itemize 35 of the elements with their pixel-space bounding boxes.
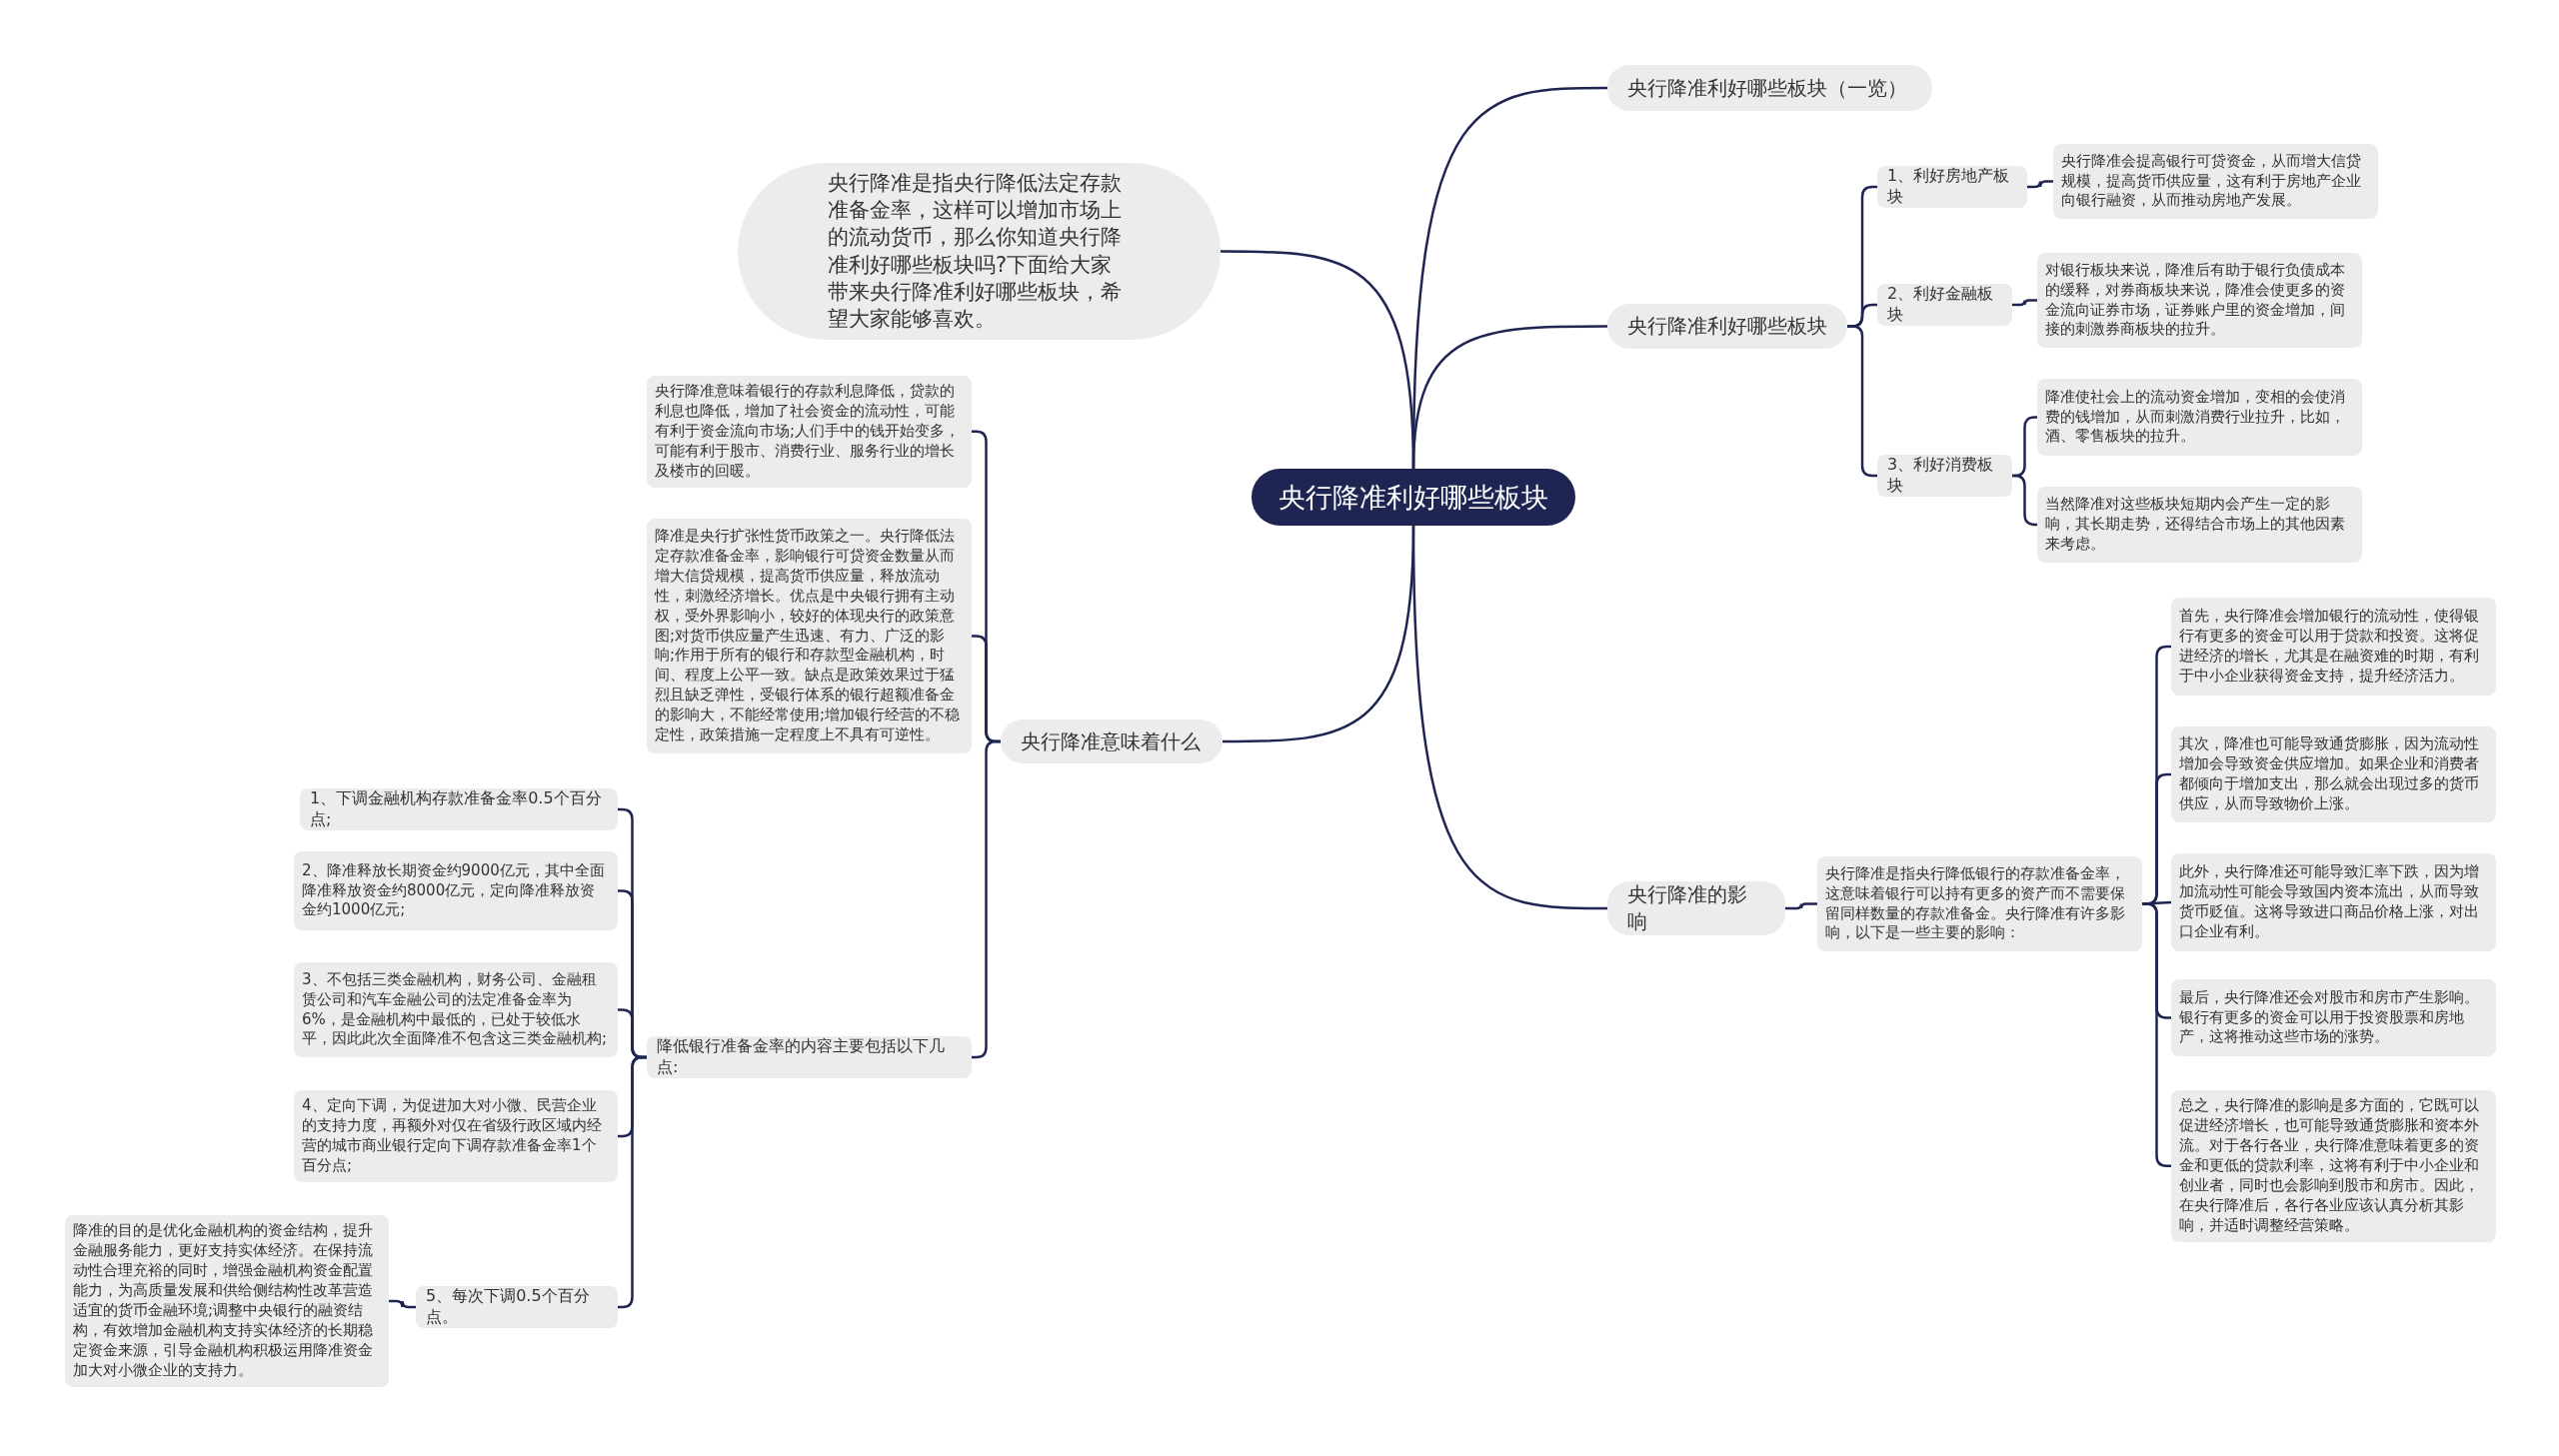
subtopic-box: 2、利好金融板块	[1877, 284, 2012, 326]
detail-box: 此外，央行降准还可能导致汇率下跌，因为增加流动性可能会导致国内资本流出，从而导致货币贬值。这将导致进口商品价格上涨，对出口企业有利。	[2171, 853, 2496, 951]
detail-box: 1、下调金融机构存款准备金率0.5个百分点;	[300, 788, 618, 830]
intro-bubble: 央行降准是指央行降低法定存款准备金率，这样可以增加市场上的流动货币，那么你知道央行降准利好哪些板块吗?下面给大家带来央行降准利好哪些板块，希望大家能够喜欢。	[738, 163, 1221, 340]
topic-box: 央行降准的影响	[1607, 881, 1785, 935]
detail-box: 央行降准是指央行降低银行的存款准备金率，这意味着银行可以持有更多的资产而不需要保留同样数量的存款准备金。央行降准有许多影响，以下是一些主要的影响：	[1817, 856, 2142, 951]
detail-box: 央行降准意味着银行的存款利息降低，贷款的利息也降低，增加了社会资金的流动性，可能有利于资金流向市场;人们手中的钱开始变多，可能有利于股市、消费行业、服务行业的增长及楼市的回暖。	[647, 376, 972, 488]
connector-line	[1785, 902, 1817, 910]
connector-line	[2012, 474, 2037, 527]
detail-box: 降准的目的是优化金融机构的资金结构，提升金融服务能力，更好支持实体经济。在保持流动性合理充裕的同时，增强金融机构资金配置能力，为高质量发展和供给侧结构性改革营造适宜的货币金融环境;调整中央银行的融资结构，有效增加金融机构支持实体经济的长期稳定资金来源，引导金融机构积极运用降准资金加大对小微企业的支持力。	[65, 1215, 389, 1387]
detail-box: 2、降准释放长期资金约9000亿元，其中全面降准释放资金约8000亿元，定向降准释放资金约1000亿元;	[294, 851, 618, 930]
subtopic-box: 降低银行准备金率的内容主要包括以下几点:	[647, 1036, 972, 1078]
subtopic-box: 3、利好消费板块	[1877, 455, 2012, 497]
connector-line	[2012, 299, 2037, 307]
connector-line	[1411, 325, 1607, 470]
detail-box: 当然降准对这些板块短期内会产生一定的影响，其长期走势，还得结合市场上的其他因素来考虑。	[2037, 487, 2362, 563]
connector-line	[2027, 180, 2053, 189]
central-topic: 央行降准利好哪些板块	[1252, 469, 1575, 526]
detail-box: 首先，央行降准会增加银行的流动性，使得银行有更多的资金可以用于贷款和投资。这将促进经济的增长，尤其是在融资难的时期，有利于中小企业获得资金支持，提升经济活力。	[2171, 598, 2496, 696]
topic-box: 央行降准利好哪些板块（一览）	[1607, 65, 1932, 111]
detail-box: 总之，央行降准的影响是多方面的，它既可以促进经济增长，也可能导致通货膨胀和资本外流。对于各行各业，央行降准意味着更多的资金和更低的贷款利率，这将有利于中小企业和创业者，同时也会影响到股市和房市。因此，在央行降准后，各行各业应该认真分析其影响，并适时调整经营策略。	[2171, 1090, 2496, 1242]
topic-box: 央行降准利好哪些板块	[1607, 304, 1847, 349]
detail-box: 降准使社会上的流动资金增加，变相的会使消费的钱增加，从而刺激消费行业拉升，比如，酒、零售板块的拉升。	[2037, 379, 2362, 456]
detail-box: 4、定向下调，为促进加大对小微、民营企业的支持力度，再额外对仅在省级行政区域内经营的城市商业银行定向下调存款准备金率1个百分点;	[294, 1090, 618, 1182]
connector-line	[1223, 525, 1415, 743]
detail-box: 最后，央行降准还会对股市和房市产生影响。银行有更多的资金可以用于投资股票和房地产，这将推动这些市场的涨势。	[2171, 979, 2496, 1056]
subtopic-box: 1、利好房地产板块	[1877, 166, 2027, 208]
topic-box: 央行降准意味着什么	[1001, 720, 1223, 763]
detail-box: 其次，降准也可能导致通货膨胀，因为流动性增加会导致资金供应增加。如果企业和消费者都倾向于增加支出，那么就会出现过多的货币供应，从而导致物价上涨。	[2171, 727, 2496, 822]
detail-box: 对银行板块来说，降准后有助于银行负债成本的缓释，对券商板块来说，降准会使更多的资金流向证券市场，证券账户里的资金增加，间接的刺激券商板块的拉升。	[2037, 253, 2362, 348]
connector-line	[389, 1299, 416, 1309]
detail-box: 3、不包括三类金融机构，财务公司、金融租赁公司和汽车金融公司的法定准备金率为6%，是金融机构中最低的，已处于较低水平，因此此次全面降准不包含这三类金融机构;	[294, 962, 618, 1057]
detail-box: 5、每次下调0.5个百分点。	[416, 1286, 618, 1328]
detail-box: 降准是央行扩张性货币政策之一。央行降低法定存款准备金率，影响银行可贷资金数量从而增大信贷规模，提高货币供应量，释放流动性，刺激经济增长。优点是中央银行拥有主动权，受外界影响小，较好的体现央行的政策意图;对货币供应量产生迅速、有力、广泛的影响;作用于所有的银行和存款型金融机构，时间、程度上公平一致。缺点是政策效果过于猛烈且缺乏弹性，受银行体系的银行超额准备金的影响大，不能经常使用;增加银行经营的不稳定性，政策措施一定程度上不具有可逆性。	[647, 519, 972, 753]
detail-box: 央行降准会提高银行可贷资金，从而增大信贷规模，提高货币供应量，这有利于房地产企业向银行融资，从而推动房地产发展。	[2053, 144, 2378, 219]
